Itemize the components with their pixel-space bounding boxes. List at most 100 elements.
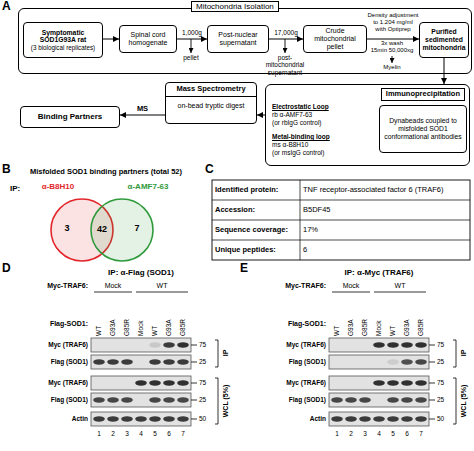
blot-band: [163, 342, 175, 347]
row-label: Actin: [242, 412, 326, 426]
blot-band: [163, 359, 175, 364]
bracket: [453, 340, 456, 367]
blot-strip: [329, 376, 429, 390]
blot-band: [401, 380, 413, 385]
blot-band: [135, 416, 147, 421]
antibody-control: (or msIgG control): [272, 149, 324, 156]
process-box: Binding Partners: [20, 106, 120, 128]
marker-tick: [429, 419, 435, 420]
condition-group: Mock: [331, 282, 371, 290]
supernatant-arrow: [285, 39, 286, 53]
marker-tick: [191, 419, 197, 420]
lane-label: G85R: [180, 319, 187, 336]
blot-band: [331, 397, 343, 402]
blot-band: [415, 397, 427, 402]
table-cell: 6: [303, 240, 468, 260]
process-box: Symptomatic SOD1G93A rat(3 biological re…: [23, 22, 103, 58]
blot-band: [177, 416, 189, 421]
flow-arrow: [367, 39, 419, 40]
fraction-label: IP: [222, 350, 229, 357]
antibody-name: ms α-B8H10: [272, 141, 308, 148]
blot-band: [387, 359, 399, 364]
edge-label: 17,000g: [271, 29, 301, 36]
lane-label: G85R: [418, 319, 425, 336]
antibody-control: (or rbIgG control): [272, 119, 322, 126]
blot-band: [107, 359, 119, 364]
flow-arrow: [103, 39, 119, 40]
blot-band: [107, 416, 119, 421]
process-box: Purified sedimented mitochondria: [419, 22, 469, 58]
blot-band: [359, 416, 371, 421]
group-rule: [94, 292, 132, 293]
blot-band: [149, 397, 161, 402]
node-text: (3 biological replicates): [31, 44, 95, 51]
blot-band: [387, 380, 399, 385]
marker-tick: [191, 345, 197, 346]
bracket: [215, 378, 218, 424]
lane-label: WT: [96, 326, 103, 336]
condition-group: Mock: [93, 282, 133, 290]
blot-band: [401, 359, 413, 364]
blot-band: [401, 416, 413, 421]
blot-band: [387, 416, 399, 421]
lane-number: 6: [163, 430, 175, 437]
blot-band: [401, 342, 413, 347]
antibody-heading: Electrostatic Loop: [272, 103, 329, 110]
table-rule: [300, 180, 301, 260]
blot-strip: [329, 355, 429, 369]
table-rule: [212, 200, 470, 201]
ip-label: IP:: [10, 184, 20, 193]
marker-size: 25: [437, 355, 453, 369]
blot-strip: [91, 412, 191, 426]
group-rule: [332, 292, 370, 293]
lane-number: 3: [121, 430, 133, 437]
marker-tick: [191, 400, 197, 401]
flow-arrow: [257, 115, 265, 116]
node-text: on-bead tryptic digest: [178, 102, 245, 110]
marker-size: 25: [199, 355, 215, 369]
condition-group: WT: [380, 282, 420, 290]
node-text: Crude mitochondrial pellet: [306, 27, 364, 51]
blot-band: [93, 397, 105, 402]
blot-band: [149, 359, 161, 364]
flow-arrow: [269, 39, 303, 40]
fraction-label: IP: [460, 350, 467, 357]
marker-tick: [429, 383, 435, 384]
lane-label: Mock: [376, 320, 383, 336]
fraction-label: WCL (5%): [222, 385, 229, 418]
blot-strip: [329, 393, 429, 407]
blot-band: [345, 416, 357, 421]
node-text: Spinal cord homogenate: [122, 31, 174, 47]
myelin-arrow: [392, 56, 393, 63]
lane-label: WT: [152, 326, 159, 336]
lane-label: G93A: [166, 319, 173, 336]
lane-number: 1: [331, 430, 343, 437]
node-text: Purified sedimented mitochondria: [422, 28, 466, 51]
blot-title: IP: α-Myc (TRAF6): [304, 268, 454, 277]
marker-tick: [191, 383, 197, 384]
node-text: Immunoprecipitation: [381, 88, 465, 101]
blot-strip: [91, 338, 191, 352]
lane-label: G93A: [348, 319, 355, 336]
table-cell: Accession:: [215, 200, 299, 220]
node-heading: α-AMF7-63: [112, 182, 184, 191]
step-note: post-mitochondrial supernatant: [262, 54, 308, 76]
lane-number: 7: [415, 430, 427, 437]
blot-band: [93, 416, 105, 421]
blot-strip: [329, 338, 429, 352]
table-cell: Sequence coverage:: [215, 220, 299, 240]
marker-size: 75: [437, 376, 453, 390]
blot-band: [415, 342, 427, 347]
node-text: Post-nuclear supernatant: [210, 31, 266, 47]
bracket: [453, 378, 456, 424]
node-text: Binding Partners: [38, 112, 102, 121]
lane-number: 1: [93, 430, 105, 437]
edge-label: MS: [128, 105, 158, 114]
lane-number: 5: [387, 430, 399, 437]
lane-label: G85R: [124, 319, 131, 336]
lane-number: 5: [149, 430, 161, 437]
marker-size: 75: [437, 338, 453, 352]
marker-size: 75: [199, 338, 215, 352]
process-box: Spinal cord homogenate: [119, 25, 177, 53]
